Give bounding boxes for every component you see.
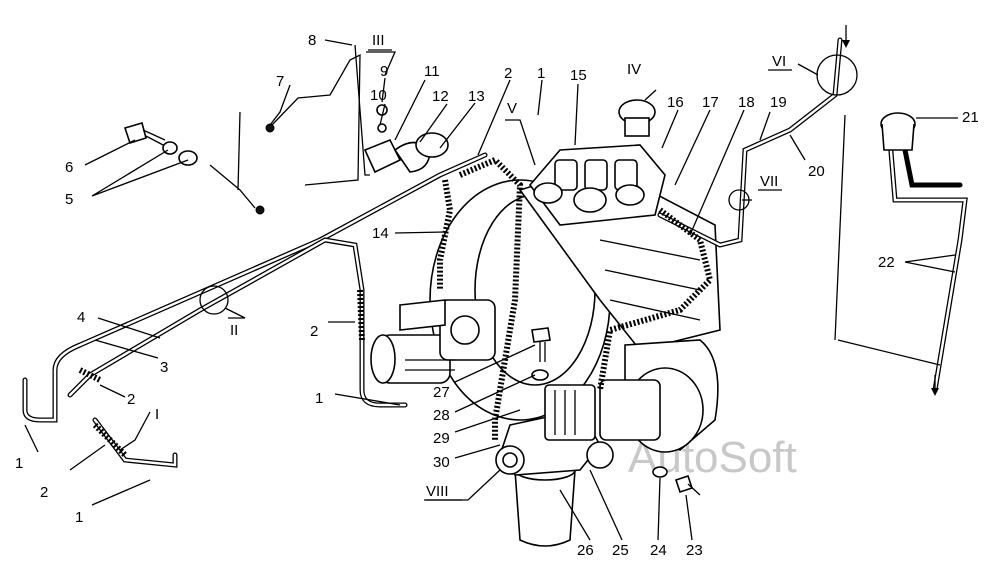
callout-2-top: 2	[504, 65, 512, 82]
callout-2-bottom: 2	[40, 484, 48, 501]
callout-1-left: 1	[15, 455, 23, 472]
callout-1-mid: 1	[315, 390, 323, 407]
callout-III: III	[372, 32, 385, 49]
callout-9: 9	[380, 63, 388, 80]
callout-1-bottom: 1	[75, 509, 83, 526]
callout-17: 17	[702, 94, 719, 111]
braided-hoses	[78, 156, 714, 458]
callout-I: I	[155, 406, 159, 423]
callout-21: 21	[962, 109, 979, 126]
callout-VI: VI	[772, 53, 786, 70]
callout-22: 22	[878, 254, 895, 271]
callout-IV: IV	[627, 61, 641, 78]
callout-29: 29	[433, 430, 450, 447]
callout-2-mid: 2	[310, 323, 318, 340]
leader-lines	[24, 39, 958, 541]
callout-11: 11	[424, 63, 440, 80]
fuel-filter	[495, 384, 614, 547]
callout-8: 8	[308, 32, 316, 49]
callout-4: 4	[77, 309, 85, 326]
callout-VII: VII	[760, 173, 778, 190]
callout-2-left: 2	[127, 391, 135, 408]
callout-5: 5	[65, 191, 73, 208]
callout-24: 24	[650, 542, 667, 559]
callout-V: V	[507, 100, 517, 117]
callout-20: 20	[808, 163, 825, 180]
callout-28: 28	[433, 407, 450, 424]
flow-arrows	[842, 25, 939, 396]
callout-13: 13	[468, 88, 485, 105]
callout-23: 23	[686, 542, 703, 559]
callout-27: 27	[433, 384, 450, 401]
callout-3: 3	[160, 359, 168, 376]
callout-14: 14	[372, 225, 389, 242]
callout-12: 12	[432, 88, 449, 105]
fuel-pump	[370, 299, 496, 384]
callout-25: 25	[612, 542, 629, 559]
callout-1-top: 1	[537, 65, 545, 82]
callout-15: 15	[570, 67, 587, 84]
callout-VIII: VIII	[426, 483, 449, 500]
callout-18: 18	[738, 94, 755, 111]
callout-II: II	[230, 322, 238, 339]
callout-16: 16	[667, 94, 684, 111]
callout-19: 19	[770, 94, 787, 111]
callout-10: 10	[370, 87, 387, 104]
callout-6: 6	[65, 159, 73, 176]
label-underlines	[368, 49, 792, 501]
callout-30: 30	[433, 454, 450, 471]
callout-26: 26	[577, 542, 594, 559]
callout-labels: 8 III 9 10 11 12 13 2 1 15 IV V 16 17 18…	[15, 32, 979, 559]
callout-7: 7	[276, 73, 284, 90]
